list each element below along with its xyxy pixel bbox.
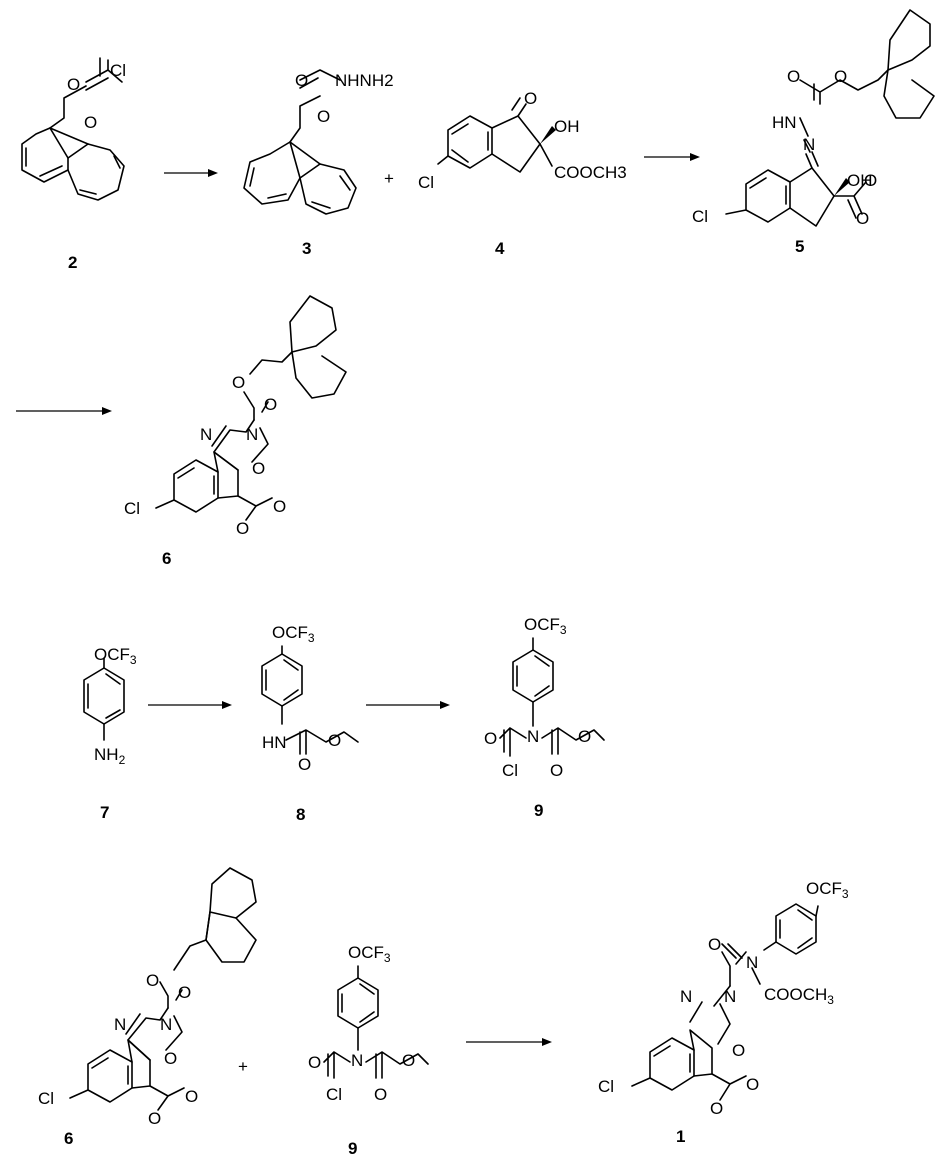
compound-number-9: 9 [534, 801, 543, 820]
compound-number-6: 6 [162, 549, 171, 568]
c6-nitrogen-2: N [246, 425, 258, 444]
c6b-nitrogen-2: N [160, 1015, 172, 1034]
compound-number-9-reactant: 9 [348, 1139, 357, 1158]
c6-methoxy-oxygen: O [236, 519, 249, 538]
c5-hydroxyl: OH [847, 171, 873, 190]
c6b-ester-oxygen: O [146, 971, 159, 990]
compound-number-8: 8 [296, 805, 305, 824]
c9-nitrogen: N [527, 727, 539, 746]
c1-nitrogen-1: N [680, 987, 692, 1006]
c6-carbonyl-oxygen: O [264, 395, 277, 414]
c9b-chlorine: Cl [326, 1085, 342, 1104]
compound-6: O O N N O Cl O O 6 [124, 295, 347, 568]
c5-ester-oxygen: O [834, 67, 847, 86]
compound-number-5: 5 [795, 237, 804, 256]
arrow-5-to-6 [16, 407, 112, 415]
c7-amine: NH2 [94, 745, 126, 767]
c8-trifluoromethoxy: OCF3 [272, 623, 315, 645]
c1-methyl-ester: COOCH3 [764, 985, 834, 1007]
compound-number-6-reactant: 6 [64, 1129, 73, 1148]
arrow-4-to-5 [644, 153, 700, 161]
c5-carbonyl-oxygen: O [787, 67, 800, 86]
c6-ester-carbonyl-oxygen: O [273, 497, 286, 516]
c4-methyl-ester: COOCH3 [554, 163, 627, 182]
compound-number-3: 3 [302, 239, 311, 258]
c4-chlorine: Cl [418, 173, 434, 192]
c9-acyl-oxygen: O [484, 729, 497, 748]
arrow-8-to-9 [366, 701, 450, 709]
c6-ester-oxygen: O [232, 373, 245, 392]
compound-7: OCF3 NH2 7 [83, 645, 137, 822]
compound-4: O OH Cl COOCH3 4 [418, 89, 627, 258]
compound-number-2: 2 [68, 253, 77, 272]
c9-ester-oxygen: O [578, 727, 591, 746]
c5-ester-carbonyl-oxygen: O [856, 209, 869, 228]
c9b-ester-oxygen: O [402, 1051, 415, 1070]
c9b-trifluoromethoxy: OCF3 [348, 943, 391, 965]
compound-9-reactant: OCF3 N O Cl O O 9 [308, 943, 429, 1158]
c4-hydroxyl: OH [554, 117, 580, 136]
compound-1: OCF3 O N N N COOCH3 O Cl O O 1 [598, 879, 849, 1146]
compound-8: OCF3 HN O O 8 [261, 623, 359, 824]
c6b-carbonyl-oxygen: O [178, 983, 191, 1002]
c5-hydrazone-n: N [803, 135, 815, 154]
compound-6-reactant: O O N N O Cl O O 6 [38, 867, 257, 1148]
c9b-carbonyl-oxygen: O [374, 1085, 387, 1104]
c8-carbamate-nh: HN [262, 733, 287, 752]
compound-number-7: 7 [100, 803, 109, 822]
c3-ester-oxygen: O [317, 107, 330, 126]
c6b-methoxy-oxygen: O [148, 1109, 161, 1128]
c1-aryl-nitrogen: N [746, 953, 758, 972]
c1-ester-carbonyl-oxygen: O [746, 1075, 759, 1094]
c1-trifluoromethoxy: OCF3 [806, 879, 849, 901]
c9b-acyl-oxygen: O [308, 1053, 321, 1072]
c3-hydrazide: NHNH2 [335, 71, 394, 90]
c8-ester-oxygen: O [328, 731, 341, 750]
c9-chlorine: Cl [502, 761, 518, 780]
c6-ring-oxygen: O [252, 459, 265, 478]
c8-carbonyl-oxygen: O [298, 755, 311, 774]
c6b-nitrogen-1: N [114, 1015, 126, 1034]
compound-3: O NHNH2 O 3 [243, 69, 394, 258]
c6-chlorine: Cl [124, 499, 140, 518]
c5-ester-oxygen-2: O [864, 171, 877, 190]
c5-chlorine: Cl [692, 207, 708, 226]
compound-number-4: 4 [495, 239, 505, 258]
c6b-ring-oxygen: O [164, 1049, 177, 1068]
arrow-7-to-8 [148, 701, 232, 709]
arrow-to-product-1 [466, 1038, 552, 1046]
c2-chlorine: Cl [110, 61, 126, 80]
c9-trifluoromethoxy: OCF3 [524, 615, 567, 637]
c4-ketone-oxygen: O [524, 89, 537, 108]
c1-chlorine: Cl [598, 1077, 614, 1096]
c7-trifluoromethoxy: OCF3 [94, 645, 137, 667]
c2-carbonyl-oxygen: O [67, 75, 80, 94]
c6-nitrogen-1: N [200, 425, 212, 444]
c1-urea-carbonyl-oxygen: O [708, 935, 721, 954]
c1-ring-oxygen: O [732, 1041, 745, 1060]
plus-sign-1: + [384, 169, 394, 188]
c3-carbonyl-oxygen: O [295, 71, 308, 90]
c2-ester-oxygen: O [84, 113, 97, 132]
compound-5: O O HN N OH O O Cl 5 [692, 9, 935, 256]
c5-hydrazone-nh: HN [772, 113, 797, 132]
compound-9: OCF3 N O Cl O O 9 [484, 615, 605, 820]
compound-2: O Cl O 2 [21, 57, 126, 272]
c9b-nitrogen: N [351, 1051, 363, 1070]
c1-nitrogen-2: N [724, 987, 736, 1006]
compound-number-1: 1 [676, 1127, 685, 1146]
c6b-chlorine: Cl [38, 1089, 54, 1108]
c9-carbonyl-oxygen: O [550, 761, 563, 780]
plus-sign-2: + [238, 1057, 248, 1076]
c6b-ester-carbonyl-oxygen: O [185, 1087, 198, 1106]
arrow-2-to-3 [164, 169, 218, 177]
c1-methoxy-oxygen: O [710, 1099, 723, 1118]
